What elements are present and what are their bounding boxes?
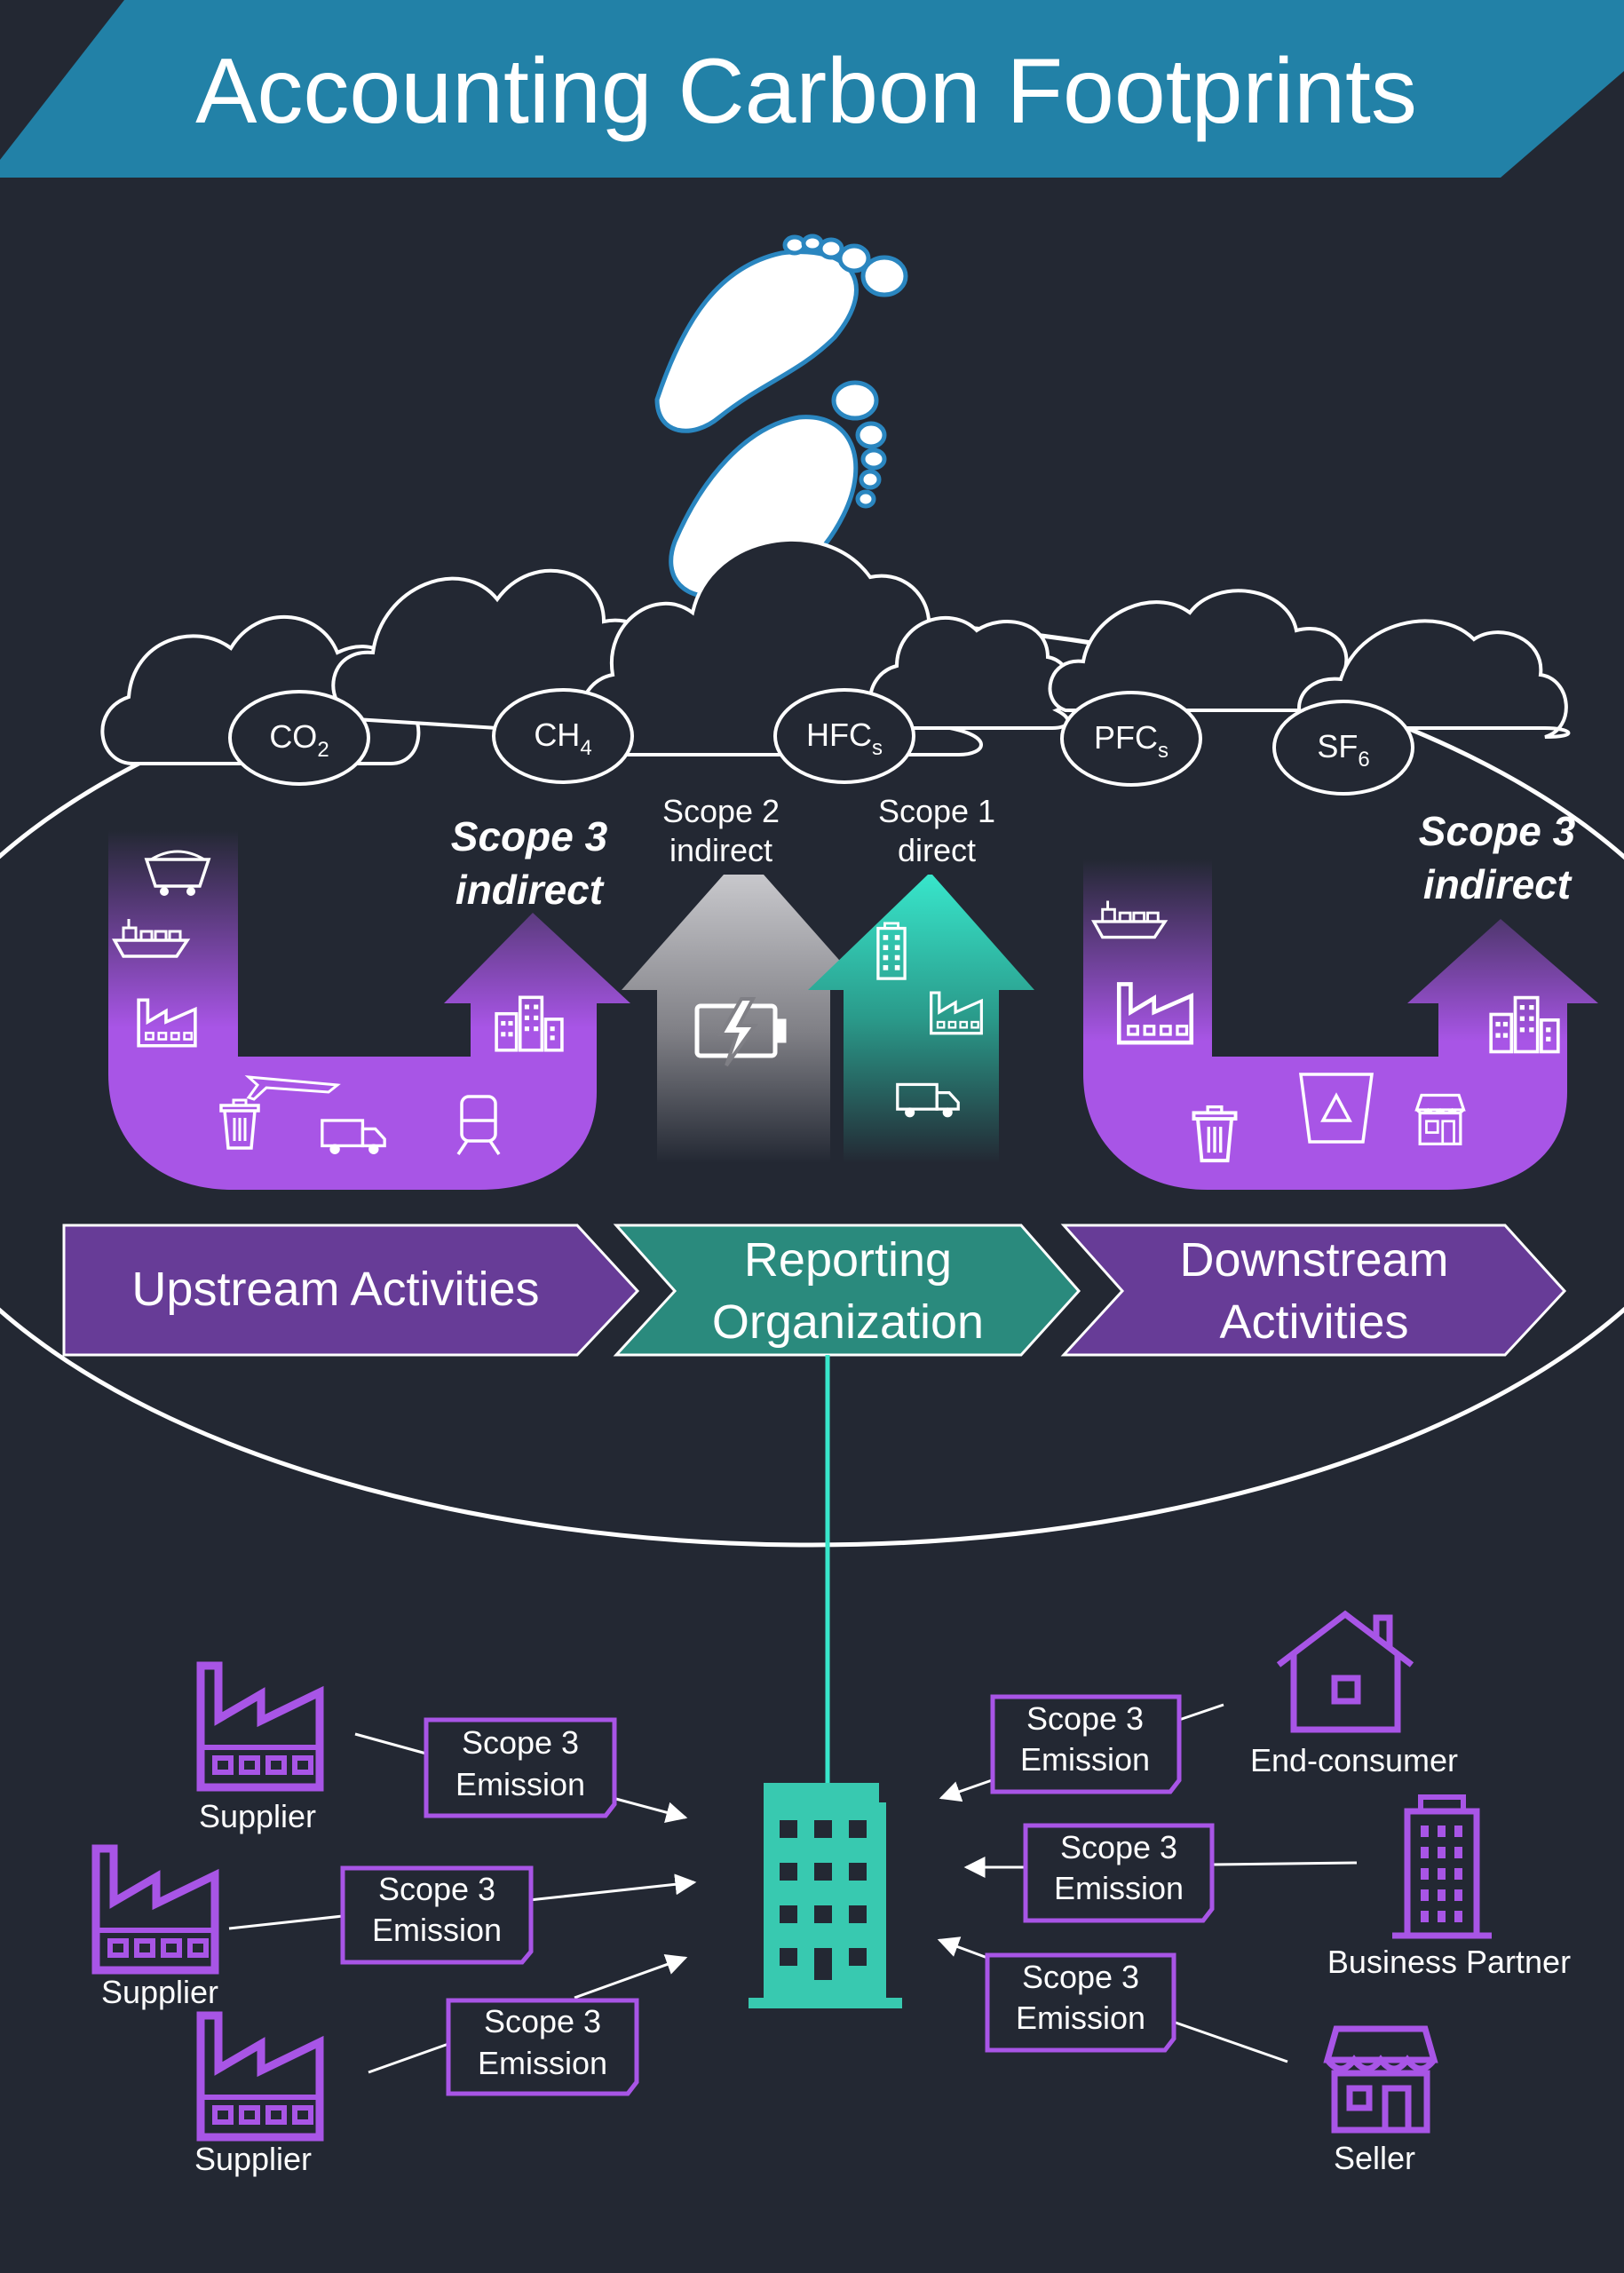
emission-box-5: Scope 3 Emission (1023, 1823, 1215, 1923)
emission-box-5-line2: Emission (1054, 1870, 1184, 1906)
gas-ch4-label: CH4 (534, 717, 591, 760)
gas-labels: CO2 CH4 HFCs PFCs SF6 (228, 688, 1414, 796)
scope2-arrow (622, 875, 866, 1163)
end-consumer-label: End-consumer (1250, 1742, 1458, 1778)
emission-box-6: Scope 3 Emission (985, 1952, 1176, 2053)
emission-connectors (228, 1703, 1358, 2074)
seller-label: Seller (1334, 2140, 1415, 2176)
page-title: Accounting Carbon Footprints (195, 40, 1417, 143)
plane-icon (244, 1075, 341, 1101)
emission-box-3: Scope 3 Emission (446, 1998, 639, 2096)
gas-pfcs-badge (1060, 691, 1202, 787)
battery-icon (694, 997, 787, 1067)
upstream-banner-label: Upstream Activities (131, 1263, 539, 1316)
gas-ch4-badge (492, 688, 634, 784)
upstream-banner: Upstream Activities (62, 1224, 640, 1357)
emission-box-4: Scope 3 Emission (990, 1694, 1182, 1794)
title-banner: Accounting Carbon Footprints (0, 0, 1624, 178)
gas-co2-label: CO2 (269, 718, 329, 762)
scope3-upstream-line1: Scope 3 (451, 813, 608, 859)
scope3-upstream-line2: indirect (456, 867, 605, 913)
emission-box-6-line1: Scope 3 (1022, 1959, 1139, 1995)
seller-store-icon (1323, 2025, 1438, 2134)
emission-box-1: Scope 3 Emission (424, 1717, 617, 1818)
reporting-org-building-icon (749, 1783, 902, 2008)
downstream-banner-line2: Activities (1219, 1295, 1408, 1349)
reporting-banner-line1: Reporting (744, 1233, 952, 1287)
emission-box-4-line2: Emission (1020, 1741, 1150, 1778)
scope3-downstream-line1: Scope 3 (1419, 808, 1576, 854)
emission-box-4-line1: Scope 3 (1026, 1700, 1144, 1737)
emission-box-1-line1: Scope 3 (462, 1724, 579, 1761)
gas-hfcs-badge (773, 688, 915, 784)
emission-box-2-line2: Emission (372, 1912, 502, 1948)
supplier-3-label: Supplier (194, 2141, 312, 2177)
mining-cart-icon (144, 858, 211, 888)
scope2-line2: indirect (669, 832, 772, 868)
scope1-arrow (808, 875, 1034, 1163)
house-icon (1276, 1610, 1414, 1733)
supplier-1-label: Supplier (199, 1798, 316, 1834)
gas-hfcs-label: HFCs (806, 717, 883, 760)
gas-sf6-badge (1272, 700, 1414, 796)
emission-box-6-line2: Emission (1016, 2000, 1145, 2036)
supplier-2-label: Supplier (101, 1974, 218, 2010)
reporting-banner-line2: Organization (712, 1295, 984, 1349)
downstream-u-arrow (1083, 859, 1598, 1190)
gas-co2-badge (228, 690, 370, 786)
scope1-line2: direct (898, 832, 976, 868)
reporting-banner: Reporting Organization (613, 1224, 1081, 1357)
scope3-downstream-line2: indirect (1423, 861, 1573, 907)
downstream-banner: Downstream Activities (1060, 1224, 1567, 1357)
emission-box-2: Scope 3 Emission (340, 1865, 534, 1965)
train-icon (456, 1095, 501, 1155)
upstream-u-arrow (108, 830, 630, 1190)
emission-box-2-line1: Scope 3 (378, 1871, 495, 1907)
emission-box-5-line1: Scope 3 (1060, 1829, 1177, 1865)
gas-pfcs-label: PFCs (1094, 719, 1168, 763)
scope1-line1: Scope 1 (878, 793, 995, 829)
business-partner-label: Business Partner (1327, 1944, 1571, 1980)
recycle-bin-icon (1299, 1073, 1374, 1144)
office-building-icon (1392, 1794, 1492, 1939)
scope2-line1: Scope 2 (662, 793, 780, 829)
emission-box-3-line2: Emission (478, 2045, 607, 2081)
downstream-banner-line1: Downstream (1179, 1233, 1448, 1287)
emission-box-3-line1: Scope 3 (484, 2003, 601, 2039)
emission-box-1-line2: Emission (456, 1766, 585, 1802)
gas-sf6-label: SF6 (1317, 728, 1369, 772)
